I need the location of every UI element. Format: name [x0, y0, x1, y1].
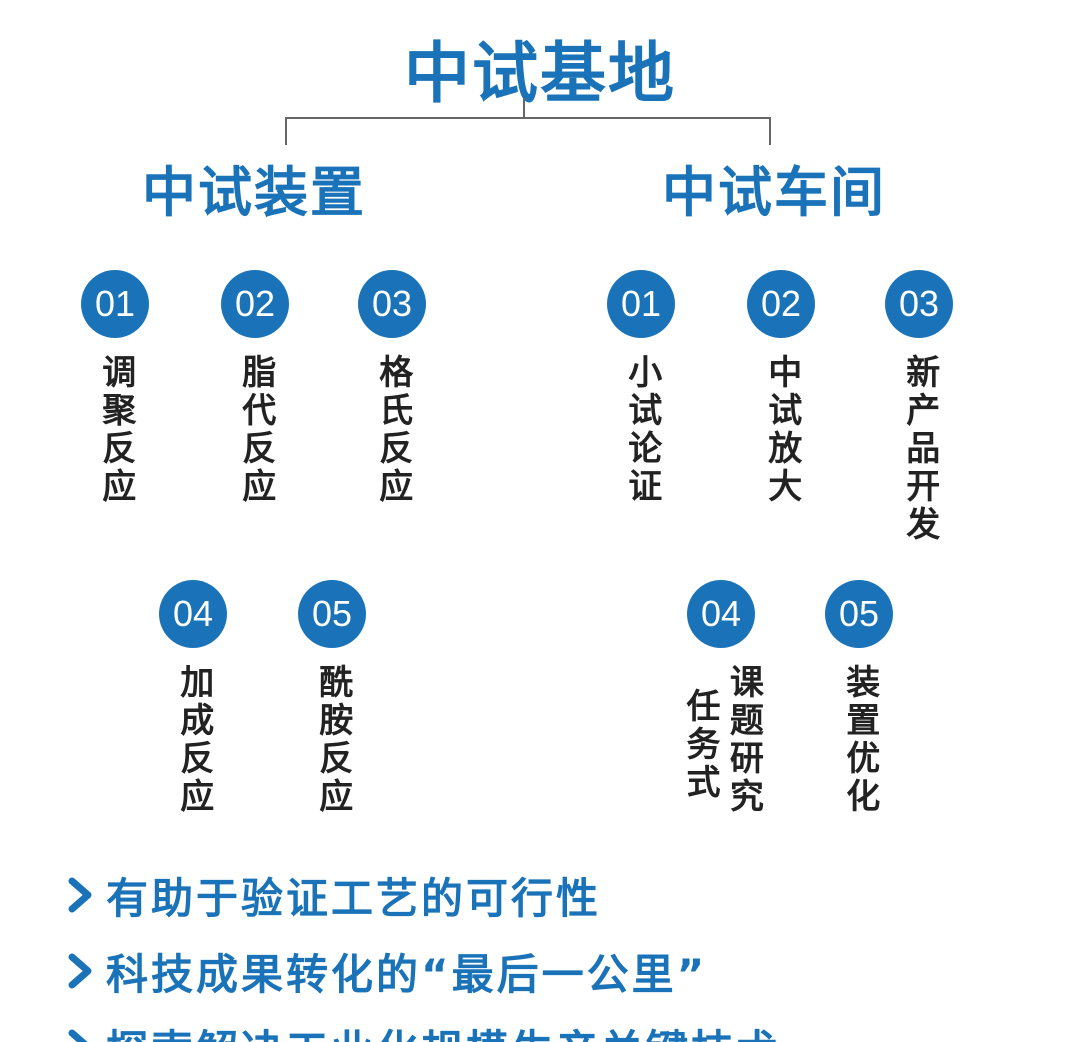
item-label-group: 课题研究 任务式 [680, 664, 764, 816]
item-label: 格氏反应 [372, 354, 413, 506]
item-label: 中试放大 [761, 354, 802, 506]
left-item-3: 03 格氏反应 [347, 270, 437, 506]
chevron-right-icon [68, 1029, 88, 1042]
number-badge: 01 [607, 270, 675, 338]
bullet-text: 科技成果转化的“最后一公里” [106, 949, 708, 999]
item-label: 任务式 [680, 688, 720, 802]
number-badge: 05 [298, 580, 366, 648]
chevron-right-icon [68, 953, 92, 989]
number-badge: 05 [825, 580, 893, 648]
item-label: 酰胺反应 [312, 664, 353, 816]
item-label: 课题研究 [723, 664, 764, 816]
number-badge: 03 [358, 270, 426, 338]
bullet-item: 探索解决工业化规模生产关键技术 [66, 1012, 1066, 1042]
connector-right [769, 117, 771, 145]
left-item-1: 01 调聚反应 [70, 270, 160, 506]
item-label: 新产品开发 [899, 354, 940, 544]
right-item-1: 01 小试论证 [596, 270, 686, 506]
diagram-title: 中试基地 [404, 35, 676, 112]
connector-stem [523, 98, 525, 118]
item-label: 装置优化 [839, 664, 880, 816]
right-item-4: 04 课题研究 任务式 [676, 580, 766, 816]
branch-title-left: 中试装置 [142, 161, 366, 224]
number-badge: 04 [687, 580, 755, 648]
item-label: 加成反应 [173, 664, 214, 816]
item-label: 脂代反应 [235, 354, 276, 506]
right-item-2: 02 中试放大 [736, 270, 826, 506]
branch-title-right: 中试车间 [662, 161, 886, 224]
bullet-text: 有助于验证工艺的可行性 [106, 873, 602, 923]
left-item-2: 02 脂代反应 [210, 270, 300, 506]
chevron-right-icon [68, 877, 92, 913]
bullet-item: 科技成果转化的“最后一公里” [66, 936, 1066, 1006]
right-item-5: 05 装置优化 [814, 580, 904, 816]
number-badge: 01 [81, 270, 149, 338]
number-badge: 02 [747, 270, 815, 338]
connector-left [285, 117, 287, 145]
item-label: 调聚反应 [95, 354, 136, 506]
left-item-5: 05 酰胺反应 [287, 580, 377, 816]
left-item-4: 04 加成反应 [148, 580, 238, 816]
item-label: 小试论证 [621, 354, 662, 506]
number-badge: 02 [221, 270, 289, 338]
bullet-item: 有助于验证工艺的可行性 [66, 860, 1066, 930]
connector-horizontal [285, 117, 771, 119]
number-badge: 03 [885, 270, 953, 338]
right-item-3: 03 新产品开发 [874, 270, 964, 544]
number-badge: 04 [159, 580, 227, 648]
bullet-list: 有助于验证工艺的可行性 科技成果转化的“最后一公里” 探索解决工业化规模生产关键… [66, 860, 1066, 1042]
bullet-text: 探索解决工业化规模生产关键技术 [106, 1017, 781, 1042]
